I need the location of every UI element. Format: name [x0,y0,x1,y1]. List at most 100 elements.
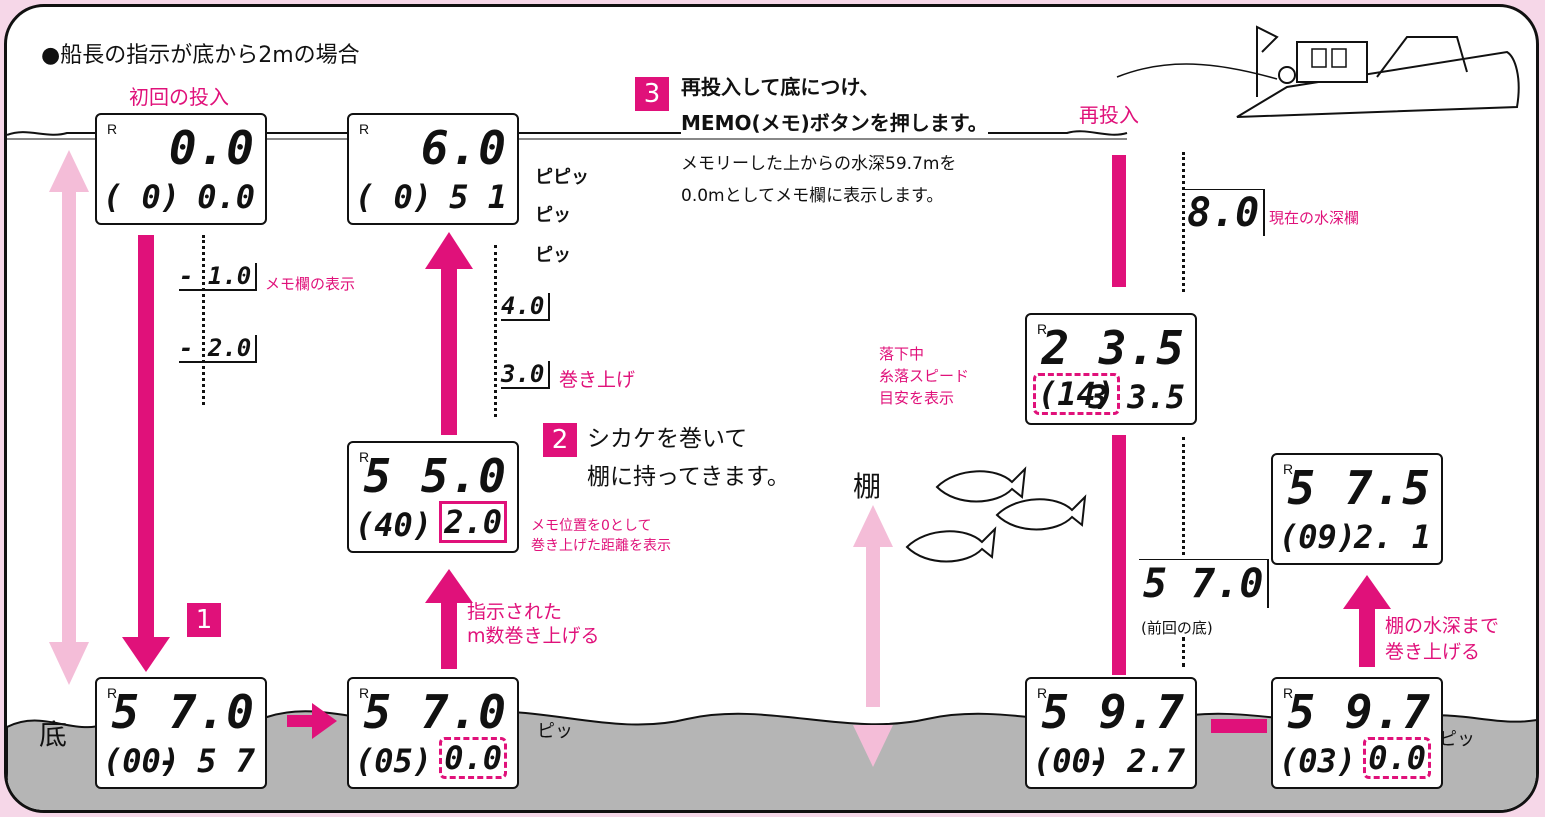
instructed-label: 指示された [467,601,563,623]
speed-guide-label: 目安を表示 [879,389,955,407]
depth-display-bottom-2: R 5 9.7 (00) - 2.7 [1025,677,1197,789]
dotted-line [202,235,205,405]
memo-value: 2. 1 [1353,518,1431,556]
redrop-bar-top [1112,155,1126,287]
memo-reading: - 2.0 [179,335,258,363]
speed-value: (09) [1279,518,1357,556]
speed-value: ( 0) [355,178,433,216]
redrop-bar-main [1112,435,1126,675]
step-2-text: シカケを巻いて [587,426,748,452]
memo-value: - 2.7 [1088,742,1185,780]
to-tana-label-2: 巻き上げる [1385,641,1481,663]
water-surface [7,130,1128,136]
beep-label: ピッ [1439,729,1475,750]
reel-indicator: R [107,685,118,701]
speed-value: (05) [355,742,433,780]
depth-value: 5 7.5 [1287,461,1431,515]
step-3-note-2: 0.0mとしてメモ欄に表示します。 [681,186,944,206]
page-title: ●船長の指示が底から2mの場合 [41,43,360,68]
dotted-line [1182,637,1185,667]
reel-indicator: R [1283,461,1294,477]
step-1-marker: 1 [187,603,221,637]
previous-bottom-reading: 5 7.0 [1139,559,1270,608]
depth-value: 5 5.0 [363,449,507,503]
depth-value: 5 7.0 [111,685,255,739]
current-depth-label: 現在の水深欄 [1269,209,1360,227]
step-2-marker: 2 [543,423,577,457]
speed-value: (00) [1033,742,1111,780]
previous-bottom-label: (前回の底) [1141,619,1213,637]
step-2-text-2: 棚に持ってきます。 [587,464,790,490]
step-3-note: メモリーした上からの水深59.7mを [681,154,957,174]
connector-bar [1211,719,1267,733]
depth-display-memo-set-2: R 5 9.7 (03) 0.0 [1271,677,1443,789]
depth-value: 5 7.0 [363,685,507,739]
reel-indicator: R [1283,685,1294,701]
memo-value: 0.0 [197,178,255,216]
reel-indicator: R [359,685,370,701]
step-3-text-2: MEMO(メモ)ボタンを押します。 [681,107,988,136]
memo-value: 0.0 [439,737,507,779]
depth-value: 5 9.7 [1041,685,1185,739]
beep-label: ピッ [537,721,573,742]
dotted-line [1182,152,1185,292]
depth-value: 5 9.7 [1287,685,1431,739]
first-drop-label: 初回の投入 [129,85,229,109]
falling-label: 落下中 [879,345,925,363]
reel-indicator: R [107,121,118,137]
memo-distance-label: 巻き上げた距離を表示 [531,538,671,554]
step-3-marker: 3 [635,77,669,111]
fish-school-illustration [905,466,1087,563]
speed-value: (14) [1033,373,1121,415]
dotted-line [1182,437,1185,555]
memo-value: 2.0 [439,501,507,543]
tana-range-arrow [853,505,893,767]
beep-label: ピッ [535,245,571,266]
memo-position-label: メモ位置を0として [531,518,652,534]
transition-arrow [287,703,337,739]
tana-label: 棚 [853,470,882,503]
beep-label: ピピッ [535,167,589,188]
reel-indicator: R [359,449,370,465]
instructed-label-2: m数巻き上げる [467,625,600,647]
memo-value: 3 3.5 [1088,378,1185,416]
depth-value: 2 3.5 [1041,321,1185,375]
memo-value: 5 1 [449,178,507,216]
reel-up-arrow-short [425,569,473,669]
speed-value: ( 0) [103,178,181,216]
depth-value: 0.0 [168,121,255,175]
memo-value: - 5 7 [158,742,255,780]
depth-display-tana: R 5 5.0 (40) 2.0 [347,441,519,553]
depth-reading: 3.0 [501,361,551,389]
redrop-label: 再投入 [1079,103,1139,127]
reel-up-arrow-long [425,232,473,435]
memo-display-label: メモ欄の表示 [265,275,356,293]
speed-value: (40) [355,506,433,544]
speed-value: (03) [1279,742,1357,780]
depth-display-memo-set: R 5 7.0 (05) 0.0 [347,677,519,789]
bottom-label: 底 [39,718,68,751]
tana-reel-up-arrow [1343,575,1391,667]
reel-indicator: R [1037,685,1048,701]
depth-display-reeling: R 6.0 ( 0) 5 1 [347,113,519,225]
beep-label: ピッ [535,205,571,226]
depth-value: 6.0 [420,121,507,175]
step-3-text: 再投入して底につけ、 [681,75,880,99]
memo-reading: - 1.0 [179,263,258,291]
reel-up-label: 巻き上げ [559,369,636,391]
fishing-boat-illustration [1116,25,1520,118]
reel-indicator: R [359,121,370,137]
diagram-frame: ●船長の指示が底から2mの場合 初回の投入 再投入 底 棚 メモ欄の表示 巻き上… [4,4,1539,813]
memo-value: 0.0 [1363,737,1431,779]
bottom-depth-arrow [49,150,89,685]
depth-display-first-drop: R 0.0 ( 0) 0.0 [95,113,267,225]
drop-arrow [122,235,170,672]
reel-indicator: R [1037,321,1048,337]
depth-display-tana-2: R 5 7.5 (09) 2. 1 [1271,453,1443,565]
to-tana-label: 棚の水深まで [1385,615,1500,637]
depth-display-bottom: R 5 7.0 (00) - 5 7 [95,677,267,789]
dotted-line [494,245,497,417]
depth-reading: 4.0 [501,293,551,321]
speed-label: 糸落スピード [879,367,970,385]
current-depth-reading: 8.0 [1183,189,1266,236]
